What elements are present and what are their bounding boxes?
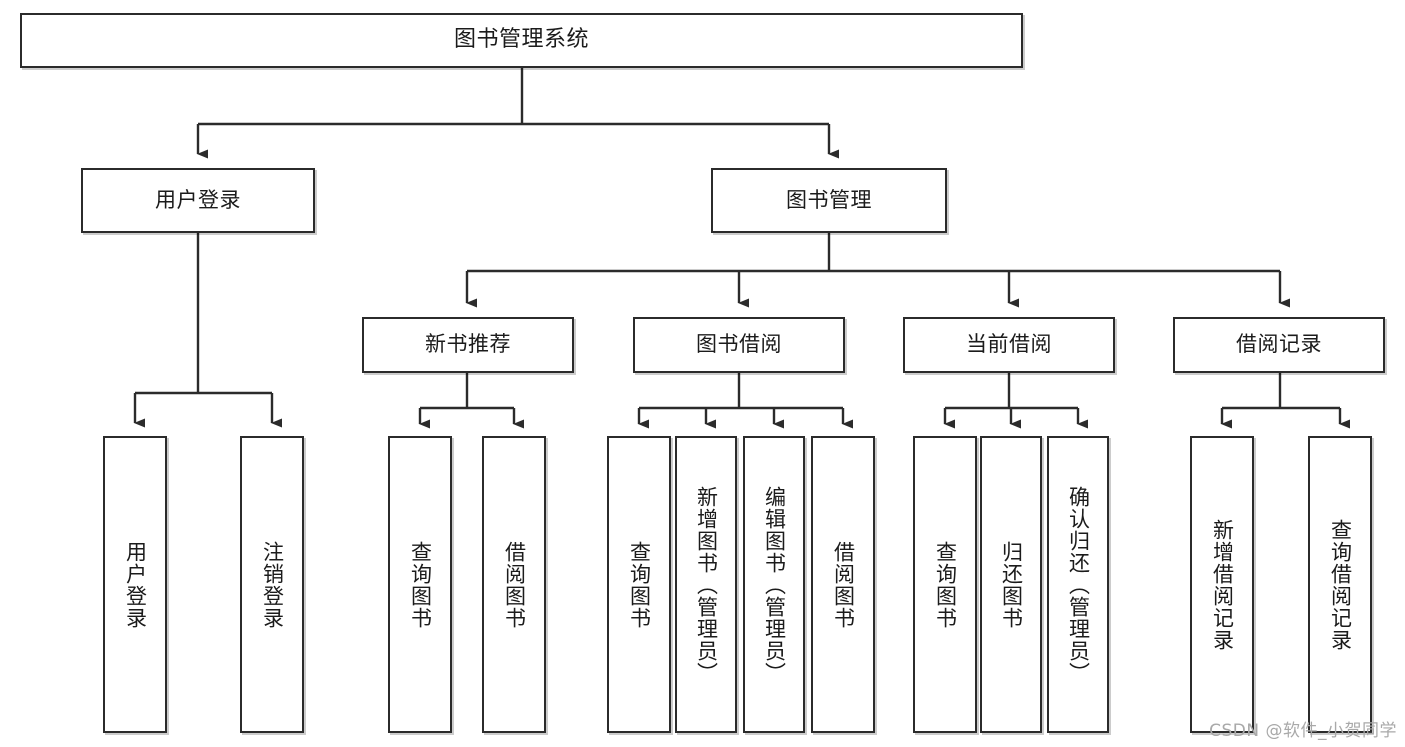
leaf-borrow-record-query[interactable]: 查询借阅记录 — [1308, 436, 1372, 733]
node-label: 查询图书 — [408, 540, 433, 629]
node-root-system[interactable]: 图书管理系统 — [20, 13, 1023, 68]
connector-group-book-borrow — [637, 373, 853, 429]
node-borrow-record[interactable]: 借阅记录 — [1173, 317, 1385, 373]
node-label: 借阅图书 — [831, 540, 856, 629]
connector-group-current-borrow — [943, 373, 1088, 429]
connector-group-root — [196, 68, 839, 159]
leaf-book-borrow-borrow[interactable]: 借阅图书 — [811, 436, 875, 733]
connector-group-user-login — [133, 233, 282, 428]
leaf-borrow-record-add[interactable]: 新增借阅记录 — [1190, 436, 1254, 733]
node-current-borrow[interactable]: 当前借阅 — [903, 317, 1115, 373]
leaf-current-borrow-confirm-return[interactable]: 确认归还（管理员） — [1047, 436, 1109, 733]
leaf-book-borrow-query[interactable]: 查询图书 — [607, 436, 671, 733]
node-label: 新增借阅记录 — [1210, 518, 1235, 651]
leaf-current-borrow-return[interactable]: 归还图书 — [980, 436, 1042, 733]
leaf-user-login-logout[interactable]: 注销登录 — [240, 436, 304, 733]
node-book-management[interactable]: 图书管理 — [711, 168, 947, 233]
leaf-new-book-query[interactable]: 查询图书 — [388, 436, 452, 733]
node-label: 借阅图书 — [502, 540, 527, 629]
leaf-book-borrow-add[interactable]: 新增图书（管理员） — [675, 436, 737, 733]
node-label: 查询图书 — [933, 540, 958, 629]
leaf-book-borrow-edit[interactable]: 编辑图书（管理员） — [743, 436, 805, 733]
node-label: 注销登录 — [260, 540, 285, 629]
node-label: 图书管理 — [786, 187, 872, 212]
node-label: 用户登录 — [123, 540, 148, 629]
connector-group-borrow-record — [1220, 373, 1350, 429]
node-book-borrow[interactable]: 图书借阅 — [633, 317, 845, 373]
node-label: 查询借阅记录 — [1328, 518, 1353, 651]
node-label: 新增图书（管理员） — [694, 485, 719, 684]
node-label: 确认归还（管理员） — [1066, 485, 1091, 684]
node-label: 图书管理系统 — [453, 27, 589, 53]
node-label: 编辑图书（管理员） — [762, 485, 787, 684]
node-label: 用户登录 — [155, 187, 241, 212]
leaf-current-borrow-query[interactable]: 查询图书 — [913, 436, 977, 733]
node-label: 归还图书 — [999, 540, 1024, 629]
node-label: 当前借阅 — [966, 332, 1052, 357]
connector-group-new-book — [418, 373, 524, 429]
node-label: 新书推荐 — [425, 332, 511, 357]
node-label: 图书借阅 — [696, 332, 782, 357]
connector-group-book-manage — [465, 233, 1290, 308]
node-label: 查询图书 — [627, 540, 652, 629]
node-label: 借阅记录 — [1236, 332, 1322, 357]
node-new-book-recommend[interactable]: 新书推荐 — [362, 317, 574, 373]
leaf-new-book-borrow[interactable]: 借阅图书 — [482, 436, 546, 733]
leaf-user-login-login[interactable]: 用户登录 — [103, 436, 167, 733]
node-user-login[interactable]: 用户登录 — [81, 168, 315, 233]
